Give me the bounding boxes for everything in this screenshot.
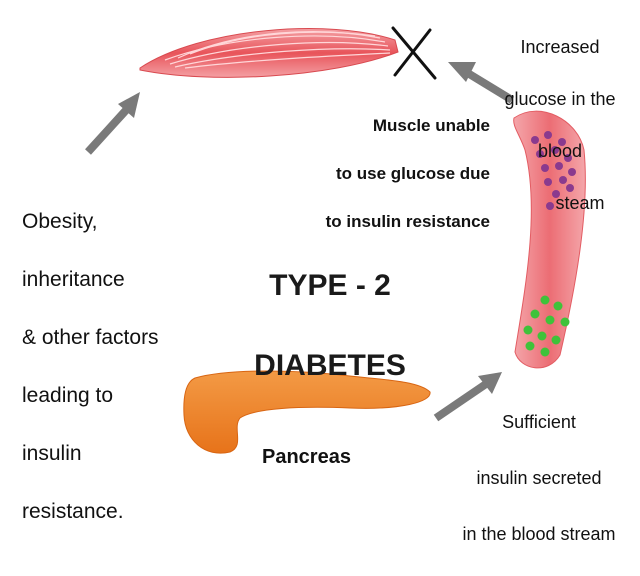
title-line-1: TYPE - 2 bbox=[269, 269, 391, 302]
muscle-caption: Muscle unable to use glucose due to insu… bbox=[270, 90, 490, 258]
arrow-blood-to-muscle bbox=[448, 62, 515, 104]
obesity-caption-line: insulin bbox=[22, 442, 82, 465]
pancreas-illustration bbox=[183, 370, 431, 454]
diagram-stage: Muscle unable to use glucose due to insu… bbox=[22, 8, 630, 544]
muscle-stripes bbox=[164, 31, 391, 69]
obesity-caption-line: Obesity, bbox=[22, 210, 98, 233]
blood-glucose-caption: Increased glucose in the blood steam bbox=[490, 8, 630, 242]
insulin-caption-line: insulin secreted bbox=[476, 468, 602, 488]
obesity-caption-line: & other factors bbox=[22, 326, 159, 349]
diagram-title: TYPE - 2 DIABETES bbox=[230, 226, 430, 426]
muscle-illustration bbox=[139, 28, 399, 78]
insulin-caption: Sufficient insulin secreted in the blood… bbox=[446, 380, 632, 576]
blood-vessel-illustration bbox=[513, 110, 586, 369]
insulin-caption-line: Sufficient bbox=[502, 412, 576, 432]
muscle-caption-line: Muscle unable bbox=[372, 116, 490, 135]
blood-glucose-caption-line: Increased bbox=[520, 37, 600, 57]
cycle-arrows bbox=[85, 62, 515, 422]
insulin-particles bbox=[523, 295, 570, 357]
blood-glucose-caption-line: glucose in the bbox=[504, 89, 616, 109]
glucose-particles bbox=[531, 131, 576, 210]
arrow-pancreas-to-blood bbox=[433, 372, 502, 422]
title-line-2: DIABETES bbox=[254, 349, 406, 382]
obesity-caption-line: leading to bbox=[22, 384, 114, 407]
diagram-artwork bbox=[85, 26, 586, 454]
muscle-caption-line: to insulin resistance bbox=[325, 212, 490, 231]
obesity-caption-line: resistance. bbox=[22, 500, 124, 523]
arrow-obesity-to-muscle bbox=[85, 92, 140, 155]
x-mark-icon bbox=[391, 26, 437, 80]
muscle-caption-line: to use glucose due bbox=[336, 164, 490, 183]
obesity-caption-line: inheritance bbox=[22, 268, 125, 291]
blood-glucose-caption-line: steam bbox=[555, 193, 605, 213]
obesity-caption: Obesity, inheritance & other factors lea… bbox=[22, 178, 222, 555]
blood-glucose-caption-line: blood bbox=[537, 141, 583, 161]
insulin-caption-line: in the blood stream bbox=[462, 524, 616, 544]
pancreas-caption: Pancreas bbox=[262, 446, 351, 468]
